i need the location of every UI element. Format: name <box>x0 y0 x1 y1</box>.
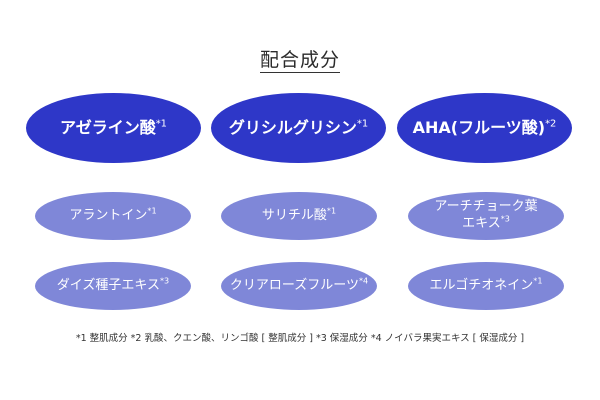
ingredient-label: サリチル酸*1 <box>261 206 337 223</box>
footnote-marker: *2 <box>545 118 557 130</box>
footnote-marker: *1 <box>147 206 157 216</box>
section-title: 配合成分 <box>0 45 600 73</box>
ingredient-clear-rose-fruit: クリアローズフルーツ*4 <box>221 262 377 310</box>
ingredient-salicylic-acid: サリチル酸*1 <box>221 192 377 240</box>
ingredient-label: エルゴチオネイン*1 <box>429 276 543 293</box>
ingredient-label: グリシルグリシン*1 <box>228 117 369 137</box>
ingredient-azelaic-acid: アゼライン酸*1 <box>26 93 201 163</box>
ingredient-label: クリアローズフルーツ*4 <box>229 276 369 293</box>
ingredient-glycylglycine: グリシルグリシン*1 <box>211 93 386 163</box>
footnote-marker: *3 <box>500 214 510 224</box>
ingredient-artichoke-leaf-extract: アーチチョーク葉エキス*3 <box>408 192 564 240</box>
ingredient-ergothioneine: エルゴチオネイン*1 <box>408 262 564 310</box>
footnote-marker: *4 <box>358 276 369 286</box>
ingredient-allantoin: アラントイン*1 <box>35 192 191 240</box>
ingredient-label: AHA(フルーツ酸)*2 <box>412 117 557 137</box>
footnote-marker: *1 <box>326 206 337 216</box>
footnote-marker: *3 <box>160 276 170 286</box>
footnote-text: *1 整肌成分 *2 乳酸、クエン酸、リンゴ酸 [ 整肌成分 ] *3 保湿成分… <box>75 333 525 344</box>
ingredient-label: アゼライン酸*1 <box>60 117 167 137</box>
ingredient-soybean-seed-extract: ダイズ種子エキス*3 <box>35 262 191 310</box>
footnote-marker: *1 <box>356 118 369 130</box>
ingredient-label: ダイズ種子エキス*3 <box>56 276 170 293</box>
footnote-marker: *1 <box>155 118 167 130</box>
ingredient-aha: AHA(フルーツ酸)*2 <box>397 93 572 163</box>
ingredient-label: アラントイン*1 <box>69 206 157 223</box>
ingredient-label: アーチチョーク葉エキス*3 <box>434 199 538 231</box>
section-title-text: 配合成分 <box>259 49 340 73</box>
footnote-marker: *1 <box>533 276 543 286</box>
